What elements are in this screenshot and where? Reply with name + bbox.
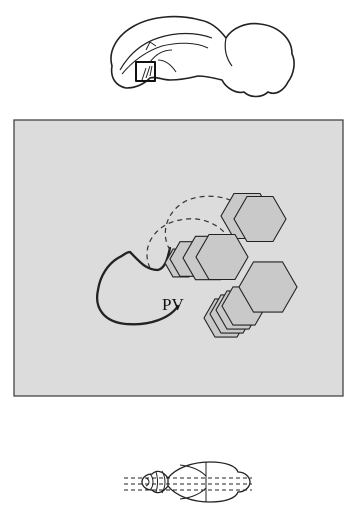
region-label: PV (162, 295, 184, 314)
sagittal-brain-icon (111, 17, 294, 97)
dorsal-brain-icon (124, 462, 252, 502)
